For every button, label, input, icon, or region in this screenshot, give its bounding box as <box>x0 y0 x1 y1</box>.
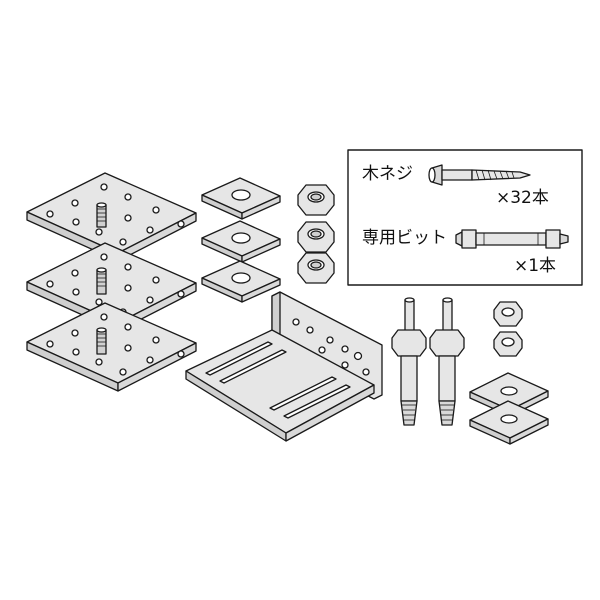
hex-nut-3 <box>297 252 335 284</box>
square-washer-3 <box>201 260 281 303</box>
driver-bit-icon <box>455 229 569 249</box>
bit-quantity: ×1本 <box>514 256 557 276</box>
screw-quantity: ×32本 <box>496 188 549 208</box>
wood-screw-icon <box>428 164 531 186</box>
hex-nut-1 <box>297 184 335 216</box>
angle-bracket <box>185 291 383 442</box>
bit-label: 専用ビット <box>362 228 447 248</box>
anchor-bolt-1 <box>391 297 427 426</box>
hex-nut-2 <box>297 221 335 253</box>
hex-nut-5 <box>493 331 523 357</box>
square-washer-2 <box>201 220 281 263</box>
square-washer-5 <box>469 400 549 445</box>
anchor-bolt-2 <box>429 297 465 426</box>
perforated-plate-3 <box>26 302 197 392</box>
square-washer-1 <box>201 177 281 220</box>
screw-label: 木ネジ <box>362 164 413 184</box>
perforated-plate-1 <box>26 172 197 262</box>
hex-nut-4 <box>493 301 523 327</box>
